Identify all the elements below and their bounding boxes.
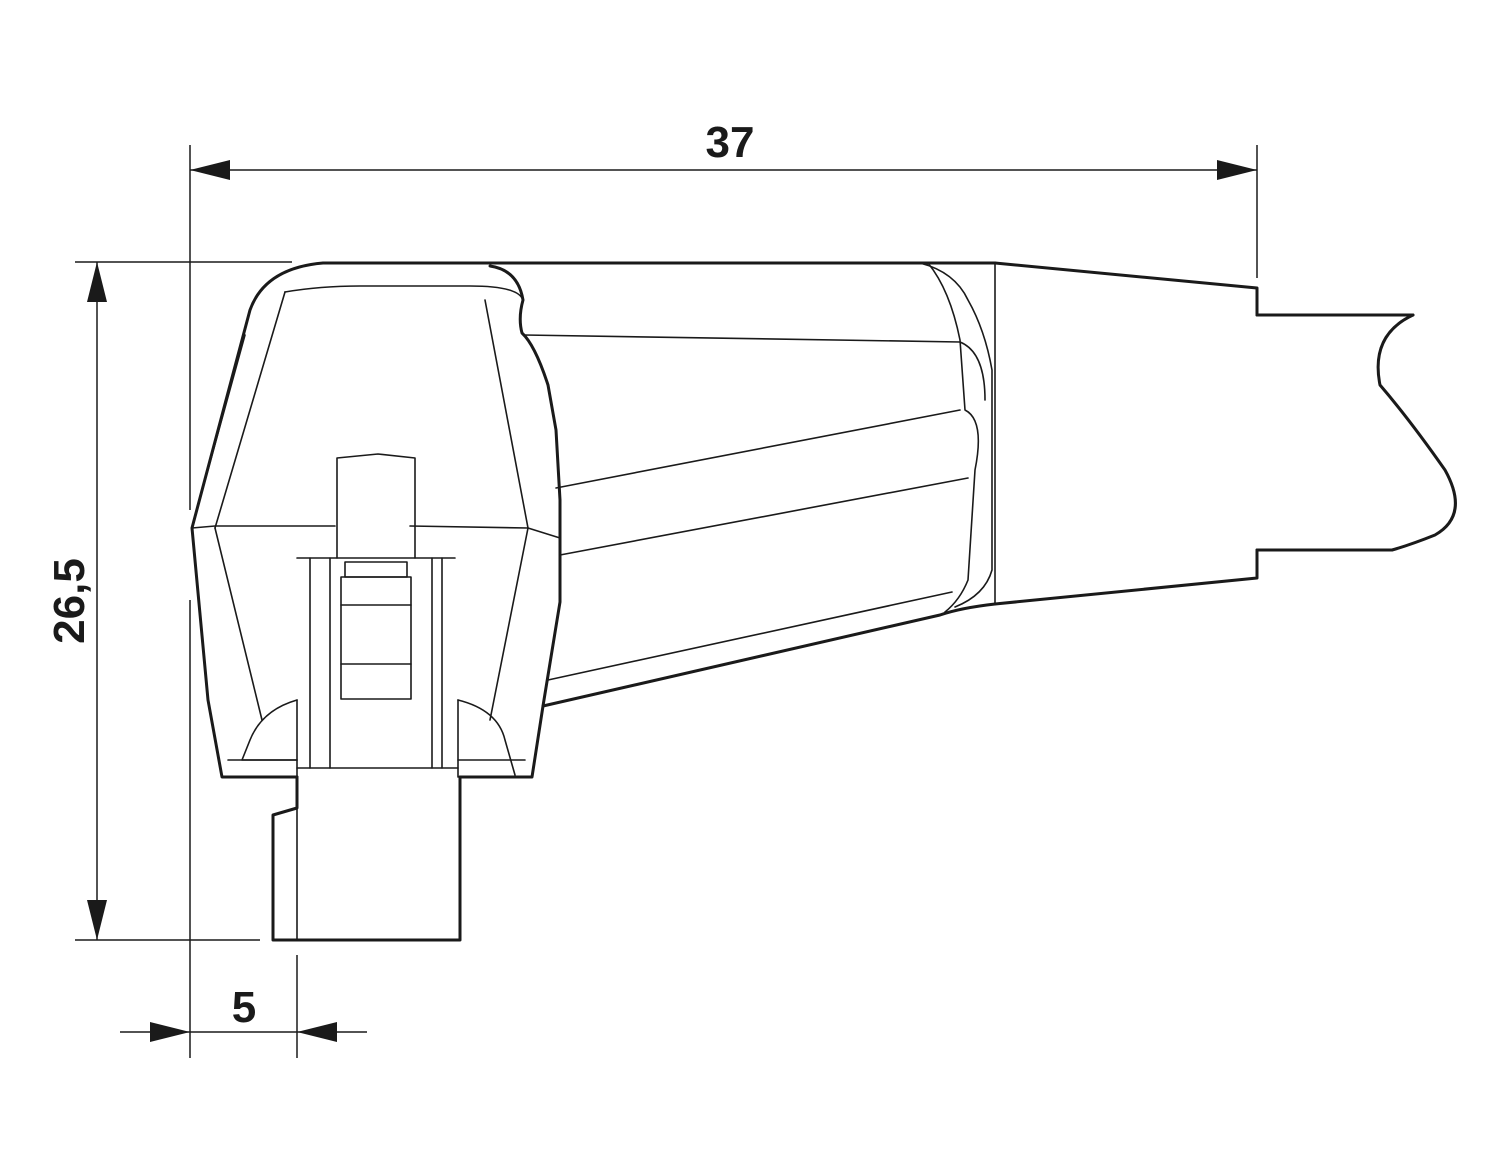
arrowhead-bottom bbox=[87, 900, 107, 940]
body-bottom-edge bbox=[541, 602, 997, 708]
arrowhead-top bbox=[87, 262, 107, 302]
head-lower-left bbox=[214, 527, 263, 721]
head-left-rib bbox=[191, 334, 246, 529]
head-lower-right bbox=[489, 527, 529, 721]
arrowhead-left bbox=[190, 160, 230, 180]
head-ridge bbox=[191, 525, 561, 539]
body-line-4 bbox=[547, 591, 953, 681]
dimension-length: 37 bbox=[189, 118, 1258, 510]
connector-head bbox=[190, 261, 997, 779]
cable-gland bbox=[993, 261, 1259, 606]
dimension-label-height: 26,5 bbox=[45, 558, 94, 644]
body-line-2 bbox=[555, 409, 961, 489]
latch-window-1 bbox=[344, 561, 408, 578]
cable-break bbox=[1376, 313, 1457, 552]
head-top-inner-right bbox=[484, 299, 529, 529]
connector-plug bbox=[271, 775, 462, 942]
rear-ring-detail bbox=[959, 341, 986, 401]
head-top-rim bbox=[284, 285, 523, 299]
pocket-left bbox=[241, 699, 298, 761]
gland-outline bbox=[993, 261, 1259, 606]
pocket-right bbox=[457, 699, 516, 776]
dimension-label-length: 37 bbox=[706, 118, 755, 167]
arrowhead-offset-right bbox=[297, 1022, 337, 1042]
dimension-offset: 5 bbox=[120, 600, 367, 1058]
connector-body bbox=[523, 262, 997, 708]
plug-outline bbox=[271, 775, 462, 942]
dimension-label-offset: 5 bbox=[232, 983, 256, 1032]
rear-ring-outer bbox=[919, 262, 993, 608]
arrowhead-right bbox=[1217, 160, 1257, 180]
rear-ring-inner bbox=[927, 262, 980, 613]
latch-top bbox=[336, 453, 416, 559]
body-line-3 bbox=[559, 477, 969, 556]
arrowhead-offset-left bbox=[150, 1022, 190, 1042]
head-top-inner-left bbox=[214, 291, 286, 529]
dimension-height: 26,5 bbox=[45, 261, 292, 941]
body-line-1 bbox=[523, 334, 961, 343]
cable bbox=[1255, 313, 1457, 552]
latch-body bbox=[340, 576, 412, 700]
